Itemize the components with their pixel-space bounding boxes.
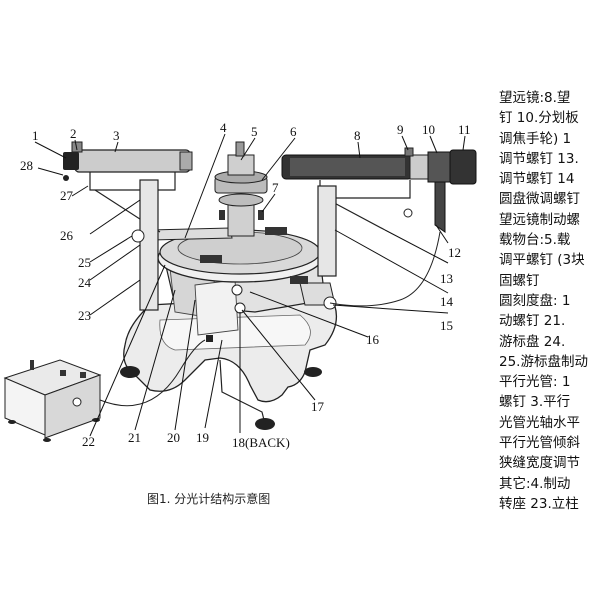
legend-line: 固螺钉	[499, 272, 540, 289]
legend-line: 光管光轴水平	[499, 414, 580, 431]
legend-line: 动螺钉 21.	[499, 313, 566, 330]
label-9: 9	[397, 122, 404, 137]
label-7: 7	[272, 180, 279, 195]
label-26: 26	[60, 228, 74, 243]
label-17: 17	[311, 399, 325, 414]
label-22: 22	[82, 434, 95, 449]
legend-line: 调节螺钉 14	[499, 171, 575, 188]
label-5: 5	[251, 124, 258, 139]
objective-stage	[214, 141, 268, 237]
legend-line: 圆刻度盘: 1	[499, 292, 571, 309]
label-12: 12	[448, 245, 461, 260]
legend-line: 调节螺钉 13.	[499, 150, 579, 167]
label-11: 11	[458, 122, 471, 137]
label-28: 28	[20, 158, 33, 173]
label-1: 1	[32, 128, 39, 143]
legend-line: 望远镜制动螺	[499, 211, 580, 228]
legend-line: 调平螺钉 (3块	[499, 252, 585, 269]
label-27: 27	[60, 188, 74, 203]
legend-line: 圆盘微调螺钉	[499, 191, 580, 208]
power-cable	[99, 339, 206, 407]
label-10: 10	[422, 122, 435, 137]
legend-line: 转座 23.立柱	[499, 495, 579, 512]
label-15: 15	[440, 318, 453, 333]
label-14: 14	[440, 294, 454, 309]
parts-legend: 望远镜:8.望 钉 10.分划板 调焦手轮) 1 调节螺钉 13. 调节螺钉 1…	[499, 88, 600, 528]
legend-line: 狭缝宽度调节	[499, 455, 580, 472]
label-21: 21	[128, 430, 141, 445]
label-23: 23	[78, 308, 91, 323]
legend-line: 平行光管倾斜	[499, 435, 580, 452]
legend-line: 钉 10.分划板	[499, 110, 579, 127]
legend-line: 望远镜:8.望	[499, 90, 571, 106]
label-4: 4	[220, 120, 227, 135]
legend-line: 25.游标盘制动	[499, 353, 588, 370]
label-3: 3	[113, 128, 120, 143]
label-19: 19	[196, 430, 209, 445]
legend-line: 调焦手轮) 1	[499, 130, 572, 147]
label-18: 18(BACK)	[232, 435, 290, 450]
label-25: 25	[78, 255, 91, 270]
label-2: 2	[70, 126, 77, 141]
label-24: 24	[78, 275, 92, 290]
label-20: 20	[167, 430, 180, 445]
telescope	[281, 147, 477, 310]
label-8: 8	[354, 128, 361, 143]
legend-line: 游标盘 24.	[499, 333, 566, 350]
label-16: 16	[366, 332, 380, 347]
legend-line: 载物台:5.载	[499, 232, 571, 249]
part-labels: 1 2 3 4 5 6 7 8 9 10 11 12 13 14 15 16 1…	[20, 120, 471, 450]
leader-lines	[34, 133, 466, 437]
label-13: 13	[440, 271, 453, 286]
legend-line: 其它:4.制动	[499, 475, 571, 492]
telescope-cable	[329, 231, 441, 307]
power-supply-box	[3, 359, 102, 442]
graduated-disk	[149, 227, 323, 283]
label-6: 6	[290, 124, 297, 139]
legend-line: 平行光管: 1	[499, 374, 571, 391]
figure-caption: 图1. 分光计结构示意图	[147, 491, 270, 506]
legend-line: 螺钉 3.平行	[499, 394, 571, 411]
